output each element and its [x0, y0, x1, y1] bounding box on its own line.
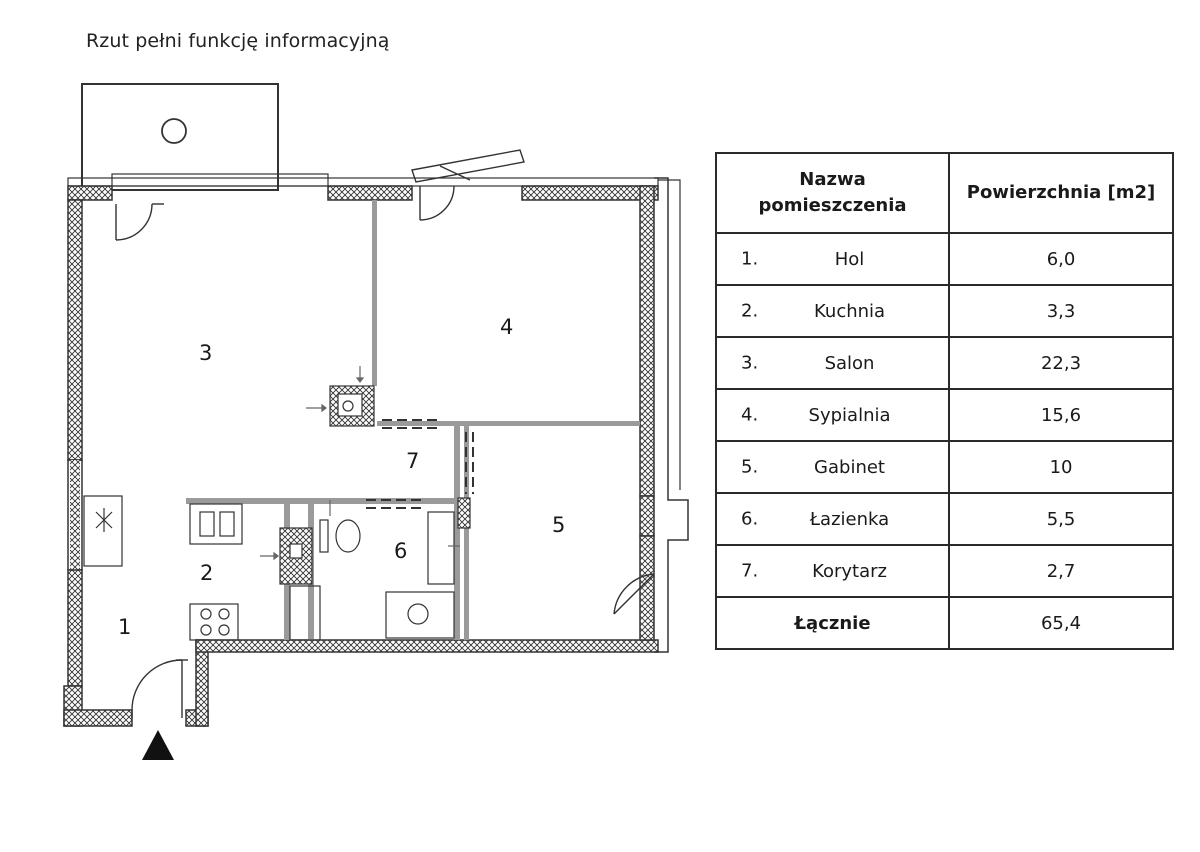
exterior-walls	[63, 173, 689, 727]
room-label-4: 4	[500, 315, 513, 339]
balcony	[81, 83, 279, 191]
table-row: 7. Korytarz 2,7	[714, 544, 1174, 598]
entrance-triangle-icon	[142, 730, 174, 760]
row-index: 5.	[741, 456, 759, 478]
row-index: 1.	[741, 248, 759, 270]
room-area: 2,7	[948, 544, 1174, 598]
room-area: 5,5	[948, 492, 1174, 546]
room-area: 15,6	[948, 388, 1174, 442]
room-label-7: 7	[406, 449, 419, 473]
openings-dashed	[366, 419, 474, 509]
room-area: 22,3	[948, 336, 1174, 390]
table-header-row: Nazwa pomieszczenia Powierzchnia [m2]	[714, 152, 1174, 234]
total-area: 65,4	[948, 596, 1174, 650]
table-row: 5. Gabinet 10	[714, 440, 1174, 494]
room-name: Korytarz	[812, 560, 887, 582]
room-area: 6,0	[948, 232, 1174, 286]
kitchen-fixtures	[83, 495, 243, 641]
room-name: Sypialnia	[808, 404, 891, 426]
room-label-6: 6	[394, 539, 407, 563]
room-name: Salon	[824, 352, 875, 374]
room-area: 10	[948, 440, 1174, 494]
vent-arrows	[260, 366, 460, 561]
row-index: 4.	[741, 404, 759, 426]
row-index: 7.	[741, 560, 759, 582]
room-label-1: 1	[118, 615, 131, 639]
bathroom-fixtures	[279, 385, 455, 641]
room-label-2: 2	[200, 561, 213, 585]
table-row: 1. Hol 6,0	[714, 232, 1174, 286]
room-name: Kuchnia	[814, 300, 886, 322]
header-area: Powierzchnia [m2]	[948, 152, 1174, 234]
room-label-3: 3	[199, 341, 212, 365]
total-label: Łącznie	[714, 596, 951, 650]
row-index: 6.	[741, 508, 759, 530]
room-name: Łazienka	[809, 508, 890, 530]
room-area-table: Nazwa pomieszczenia Powierzchnia [m2] 1.…	[714, 152, 1174, 650]
header-room-name: Nazwa pomieszczenia	[714, 152, 951, 234]
column	[457, 497, 471, 529]
room-name: Hol	[834, 248, 865, 270]
table-total-row: Łącznie 65,4	[714, 596, 1174, 650]
floor-plan: 1 2 3 4 5 6 7	[63, 83, 689, 760]
table-row: 6. Łazienka 5,5	[714, 492, 1174, 546]
room-area: 3,3	[948, 284, 1174, 338]
doors	[115, 149, 655, 718]
table-row: 2. Kuchnia 3,3	[714, 284, 1174, 338]
room-label-5: 5	[552, 513, 565, 537]
plan-caption: Rzut pełni funkcję informacyjną	[86, 30, 390, 52]
row-index: 2.	[741, 300, 759, 322]
row-index: 3.	[741, 352, 759, 374]
table-row: 3. Salon 22,3	[714, 336, 1174, 390]
table-row: 4. Sypialnia 15,6	[714, 388, 1174, 442]
room-name: Gabinet	[814, 456, 885, 478]
